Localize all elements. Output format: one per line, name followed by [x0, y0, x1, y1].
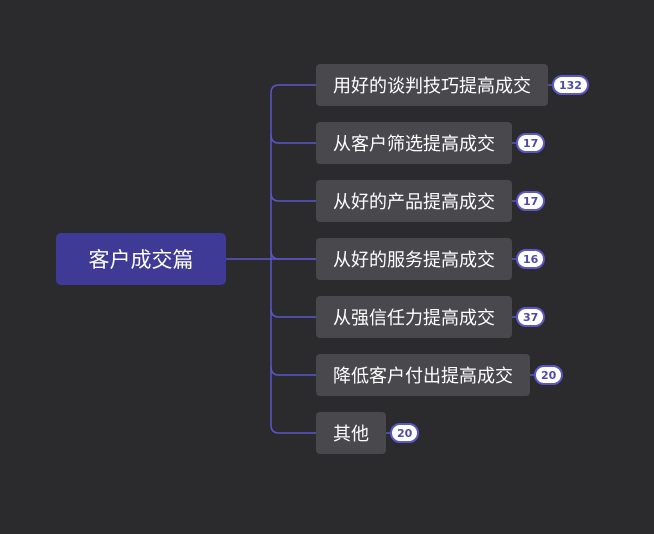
branch-connector — [270, 366, 316, 376]
branch-node-lower-cost[interactable]: 降低客户付出提高成交 — [316, 354, 530, 396]
root-node-label: 客户成交篇 — [88, 248, 194, 272]
count-badge[interactable]: 17 — [516, 133, 546, 153]
branch-node-label: 降低客户付出提高成交 — [333, 366, 513, 387]
count-badge-value: 17 — [523, 136, 539, 150]
branch-connector — [270, 308, 316, 318]
count-badge[interactable]: 37 — [516, 307, 546, 327]
count-badge-value: 17 — [523, 194, 539, 208]
root-node[interactable]: 客户成交篇 — [56, 233, 226, 285]
branch-connector — [270, 250, 316, 260]
branch-node-label: 从好的产品提高成交 — [333, 192, 495, 213]
count-badge[interactable]: 20 — [390, 423, 420, 443]
count-badge[interactable]: 20 — [534, 365, 564, 385]
count-badge-value: 20 — [541, 368, 557, 382]
trunk-connector — [270, 84, 316, 434]
count-badge-value: 20 — [397, 426, 413, 440]
count-badge[interactable]: 132 — [552, 75, 589, 95]
branch-connector — [270, 192, 316, 202]
branch-node-label: 用好的谈判技巧提高成交 — [333, 76, 531, 97]
branch-node-label: 从强信任力提高成交 — [333, 308, 495, 329]
count-badge-value: 16 — [523, 252, 539, 266]
branch-node-good-service[interactable]: 从好的服务提高成交 — [316, 238, 512, 280]
branch-connector — [270, 134, 316, 144]
branch-node-label: 从好的服务提高成交 — [333, 250, 495, 271]
branch-node-customer-screening[interactable]: 从客户筛选提高成交 — [316, 122, 512, 164]
count-badge-value: 132 — [559, 78, 582, 92]
count-badge[interactable]: 17 — [516, 191, 546, 211]
branch-node-label: 其他 — [333, 424, 369, 445]
branch-node-other[interactable]: 其他 — [316, 412, 386, 454]
count-badge[interactable]: 16 — [516, 249, 546, 269]
branch-node-negotiation[interactable]: 用好的谈判技巧提高成交 — [316, 64, 548, 106]
count-badge-value: 37 — [523, 310, 539, 324]
branch-node-trust[interactable]: 从强信任力提高成交 — [316, 296, 512, 338]
branch-node-label: 从客户筛选提高成交 — [333, 134, 495, 155]
branch-node-good-product[interactable]: 从好的产品提高成交 — [316, 180, 512, 222]
